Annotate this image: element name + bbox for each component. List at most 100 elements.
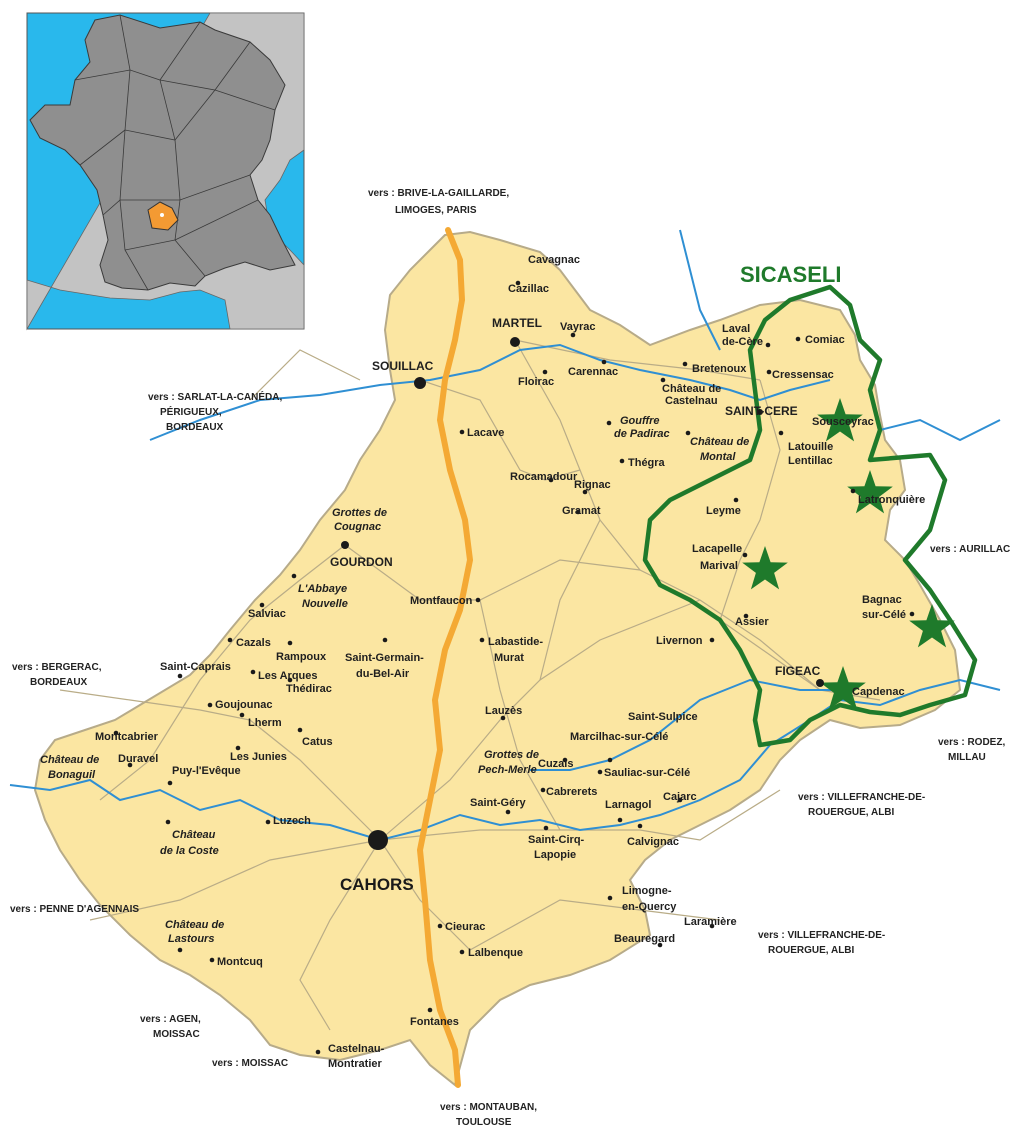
town-label: L'Abbaye xyxy=(298,583,347,595)
major-cities: CAHORS FIGEAC SOUILLAC MARTEL GOURDON SA… xyxy=(330,316,824,894)
town-label: Grottes de xyxy=(484,749,539,761)
direction-label: ROUERGUE, ALBI xyxy=(808,807,895,818)
town-label: Château de xyxy=(165,919,224,931)
city-marker xyxy=(368,830,388,850)
town-label: Cressensac xyxy=(772,369,834,381)
town-label: Bonaguil xyxy=(48,769,96,781)
sicaseli-stars xyxy=(742,398,955,710)
town-label: Gouffre xyxy=(620,415,660,427)
dordogne-river xyxy=(149,343,831,441)
town-label: Saint-Sulpice xyxy=(628,711,698,723)
town-label: Lherm xyxy=(248,717,282,729)
town-label: Sauliac-sur-Célé xyxy=(604,767,690,779)
town-label: Goujounac xyxy=(215,699,272,711)
direction-label: vers : AGEN, xyxy=(140,1014,201,1025)
town-label: Larnagol xyxy=(605,799,651,811)
town-label: Pech-Merle xyxy=(478,764,537,776)
town-label: Montratier xyxy=(328,1058,383,1070)
town-label: Puy-l'Evêque xyxy=(172,765,241,777)
direction-label: BORDEAUX xyxy=(166,422,224,433)
direction-label: vers : MOISSAC xyxy=(212,1058,288,1069)
east-river xyxy=(879,418,1001,442)
town-label: Catus xyxy=(302,736,333,748)
town-label: Bretenoux xyxy=(692,363,747,375)
town-label: Laval xyxy=(722,323,750,335)
city-marker xyxy=(510,337,520,347)
city-label-gourdon: GOURDON xyxy=(330,555,393,569)
town-label: Fontanes xyxy=(410,1016,459,1028)
town-label: Laramière xyxy=(684,916,737,928)
town-label: Cuzals xyxy=(538,758,573,770)
direction-label: LIMOGES, PARIS xyxy=(395,205,477,216)
town-label: Château de xyxy=(662,383,721,395)
town-label: Cabrerets xyxy=(546,786,597,798)
town-label: Cajarc xyxy=(663,791,697,803)
city-label-saint-cere: SAINT-CERE xyxy=(725,404,798,418)
city-marker xyxy=(341,541,349,549)
town-label: Beauregard xyxy=(614,933,675,945)
city-label-souillac: SOUILLAC xyxy=(372,359,434,373)
town-label: de la Coste xyxy=(160,845,219,857)
town-label: Sousceyrac xyxy=(812,416,874,428)
direction-label: vers : VILLEFRANCHE-DE- xyxy=(798,792,925,803)
town-label: en-Quercy xyxy=(622,901,677,913)
town-label: Cazillac xyxy=(508,283,549,295)
direction-label: vers : BERGERAC, xyxy=(12,662,102,673)
town-label: Cougnac xyxy=(334,521,381,533)
sicaseli-label: SICASELI xyxy=(740,262,841,287)
town-label: Grottes de xyxy=(332,507,387,519)
town-label: Cavagnac xyxy=(528,254,580,266)
town-label: Gramat xyxy=(562,505,601,517)
city-label-cahors: CAHORS xyxy=(340,875,414,894)
town-label: Leyme xyxy=(706,505,741,517)
town-label: Cieurac xyxy=(445,921,485,933)
direction-label: vers : RODEZ, xyxy=(938,737,1005,748)
city-label-martel: MARTEL xyxy=(492,316,542,330)
secondary-roads xyxy=(59,339,881,1031)
town-label: Montcuq xyxy=(217,956,263,968)
town-label: Capdenac xyxy=(852,686,905,698)
direction-label: ROUERGUE, ALBI xyxy=(768,945,855,956)
direction-label: BORDEAUX xyxy=(30,677,88,688)
direction-label: vers : MONTAUBAN, xyxy=(440,1102,537,1113)
town-label: Assier xyxy=(735,616,769,628)
town-label: Saint-Caprais xyxy=(160,661,231,673)
town-label: Luzech xyxy=(273,815,311,827)
town-label: Château de xyxy=(690,436,749,448)
town-label: Cazals xyxy=(236,637,271,649)
town-label: Thédirac xyxy=(286,683,332,695)
town-label: de-Cère xyxy=(722,336,763,348)
town-label: du-Bel-Air xyxy=(356,668,410,680)
direction-label: vers : AURILLAC xyxy=(930,544,1010,555)
sicaseli-area-outline xyxy=(642,284,978,748)
dordogne-upper xyxy=(679,229,721,351)
direction-label: vers : BRIVE-LA-GAILLARDE, xyxy=(368,188,509,199)
town-label: Rampoux xyxy=(276,651,327,663)
town-label: Murat xyxy=(494,652,524,664)
town-label: Marival xyxy=(700,560,738,572)
direction-labels: vers : BRIVE-LA-GAILLARDE, LIMOGES, PARI… xyxy=(10,188,1010,1128)
inset-lot-marker xyxy=(160,213,164,217)
town-label: Thégra xyxy=(628,457,666,469)
town-label: Bagnac xyxy=(862,594,902,606)
town-label: Lalbenque xyxy=(468,947,523,959)
city-marker xyxy=(414,377,426,389)
town-label: Floirac xyxy=(518,376,554,388)
town-label: Duravel xyxy=(118,753,158,765)
town-label: Les Junies xyxy=(230,751,287,763)
direction-label: vers : SARLAT-LA-CANÉDA, xyxy=(148,390,282,403)
sicaseli-star-icon xyxy=(909,604,955,648)
sicaseli-star-icon xyxy=(820,666,866,710)
town-label: Saint-Géry xyxy=(470,797,527,809)
town-label: Limogne- xyxy=(622,885,672,897)
town-label: Montal xyxy=(700,451,736,463)
town-label: Latouille xyxy=(788,441,833,453)
inset-france-map xyxy=(26,12,305,331)
lot-department-area xyxy=(33,230,962,1087)
town-label: Lacave xyxy=(467,427,504,439)
cele-river xyxy=(530,678,840,771)
town-label: Comiac xyxy=(805,334,845,346)
town-label: Château de xyxy=(40,754,99,766)
direction-label: PÉRIGUEUX, xyxy=(160,405,222,418)
